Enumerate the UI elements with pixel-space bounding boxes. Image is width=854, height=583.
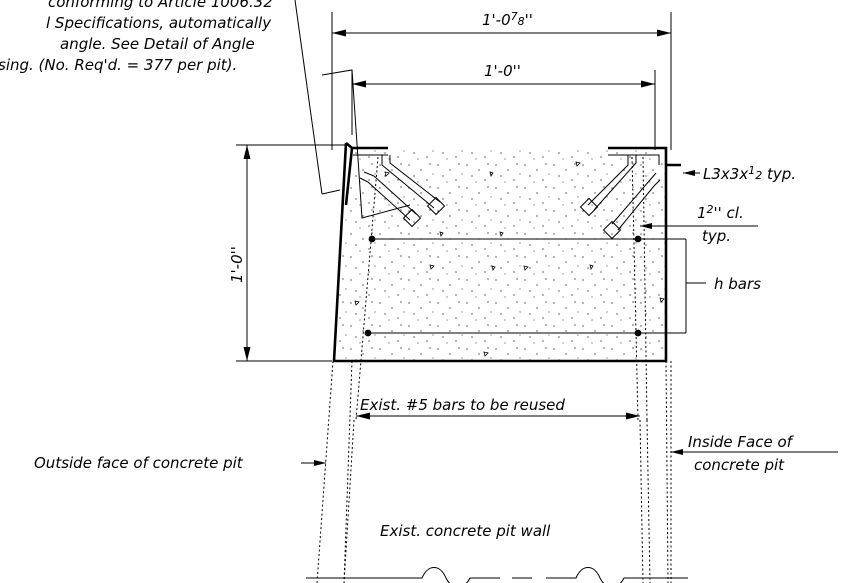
arrowhead	[356, 412, 370, 420]
arrowhead	[332, 29, 346, 37]
arrowhead	[243, 145, 251, 159]
clear-cover-label: 12'' cl.	[697, 203, 744, 222]
pit-wall-label: Exist. concrete pit wall	[380, 522, 551, 540]
outside-face-callout: Outside face of concrete pit	[34, 454, 326, 472]
arrowhead	[626, 412, 640, 420]
existing-bars-dimension: Exist. #5 bars to be reused	[356, 396, 640, 420]
height-label: 1'-0''	[228, 246, 246, 283]
note-line-3: angle. See Detail of Angle	[60, 35, 255, 53]
note-line-2: l Specifications, automatically	[46, 14, 272, 32]
concrete-aggregate-marks	[354, 161, 665, 357]
right-angle-inner	[608, 154, 660, 165]
existing-bar-lines	[343, 156, 651, 583]
note-leader-line	[294, 0, 323, 195]
pit-wall-faces	[316, 360, 672, 583]
outside-face-label: Outside face of concrete pit	[34, 454, 244, 472]
concrete-cap	[333, 148, 666, 361]
clear-cover-callout: 12'' cl. typ.	[640, 203, 758, 245]
right-angle	[608, 146, 668, 165]
inside-face-callout: Inside Face of concrete pit	[671, 433, 838, 474]
general-note: conforming to Article 1006.32 l Specific…	[0, 0, 273, 74]
angle-label: L3x3x12 typ.	[703, 164, 796, 183]
arrowhead	[657, 29, 671, 37]
stud-anchors	[359, 155, 661, 240]
overall-width-dimension: 1'-078''	[331, 10, 672, 150]
inside-face-label-2: concrete pit	[694, 456, 785, 474]
note-line-4: sing. (No. Req'd. = 377 per pit).	[0, 56, 237, 74]
h-bars-label: h bars	[714, 275, 761, 293]
break-line	[306, 567, 688, 583]
left-angle	[344, 142, 388, 206]
note-line-1: conforming to Article 1006.32	[48, 0, 273, 11]
inside-face-label-1: Inside Face of	[688, 433, 795, 451]
angle-callout: L3x3x12 typ.	[683, 164, 796, 183]
inner-width-label: 1'-0''	[484, 62, 521, 80]
note-leader-line-long	[321, 189, 341, 195]
height-dimension: 1'-0''	[228, 144, 345, 362]
inner-width-dimension: 1'-0''	[351, 62, 656, 150]
arrowhead	[243, 347, 251, 361]
overall-width-label: 1'-078''	[482, 10, 533, 29]
existing-bars-label: Exist. #5 bars to be reused	[360, 396, 565, 414]
arrowhead	[352, 80, 366, 88]
clear-cover-typ-label: typ.	[702, 227, 731, 245]
arrowhead	[641, 80, 655, 88]
